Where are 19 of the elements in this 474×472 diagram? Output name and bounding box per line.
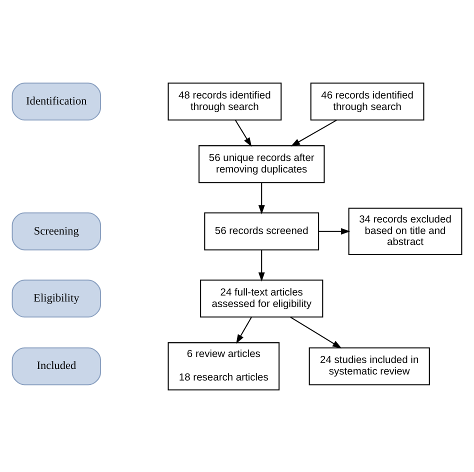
node-box: 56 unique records after removing duplicates: [198, 144, 325, 183]
node-box: Included: [12, 346, 102, 385]
node-box: 48 records identified through search: [168, 82, 282, 120]
arrow: [290, 316, 342, 348]
arrow: [258, 182, 265, 214]
arrow: [318, 228, 350, 234]
node-box: 24 studies included in systematic review: [308, 346, 430, 385]
node-box: 56 records screened: [204, 212, 320, 250]
arrow: [236, 316, 252, 344]
node-box: 46 records identified through search: [310, 82, 424, 120]
arrow: [290, 119, 337, 146]
node-box: Eligibility: [12, 279, 102, 318]
node-box: 24 full-text articles assessed for eligibility: [200, 279, 324, 318]
node-box: Screening: [12, 212, 102, 250]
arrow: [258, 249, 265, 282]
node-box: Identification: [12, 82, 102, 120]
node-box: 6 review articles 18 research articles: [168, 342, 280, 390]
node-box: 34 records excluded based on title and abstract: [348, 207, 462, 254]
arrow: [234, 119, 252, 146]
